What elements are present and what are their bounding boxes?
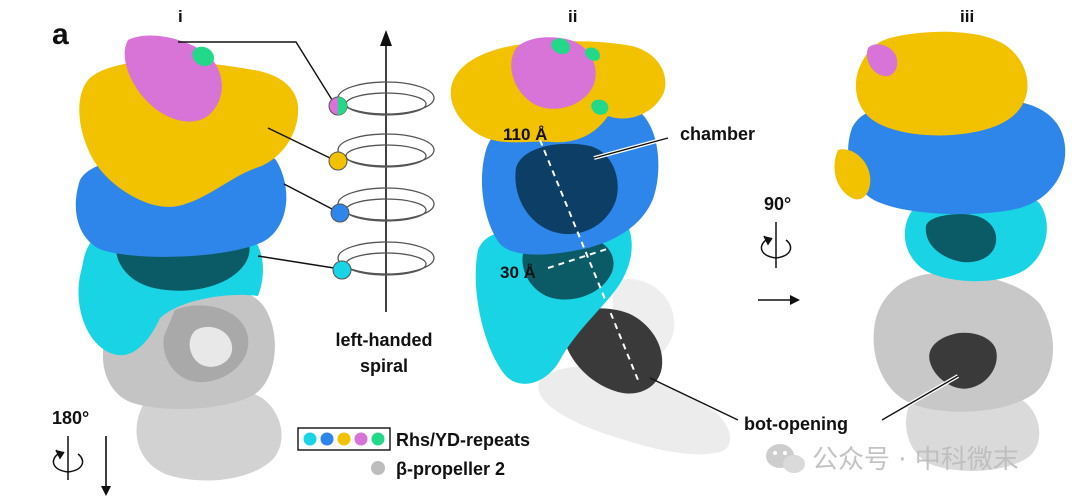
- legend-repeat-swatch: [303, 432, 317, 446]
- spiral-caption-line2: spiral: [360, 356, 408, 376]
- structure-view-i: [75, 35, 299, 481]
- arrow-down-icon: [101, 436, 111, 496]
- view-label-ii: ii: [568, 7, 577, 26]
- distance-label-top: 110 Å: [503, 125, 547, 144]
- legend-repeat-swatch: [320, 432, 334, 446]
- legend-repeats-label: Rhs/YD-repeats: [396, 430, 530, 450]
- rotate-left-icon: [52, 436, 84, 480]
- rotate-right-icon: [760, 222, 792, 268]
- legend-repeat-swatch: [337, 432, 351, 446]
- panel-label: a: [52, 18, 69, 51]
- distance-label-mid: 30 Å: [500, 263, 536, 282]
- arrow-up-icon: [380, 30, 392, 46]
- bot-opening-label: bot-opening: [744, 414, 848, 434]
- chamber-callout: [593, 136, 669, 160]
- legend-repeats-box: [297, 427, 391, 451]
- legend-repeat-swatches: [303, 432, 385, 446]
- chamber-label: chamber: [680, 124, 755, 144]
- rotation-label-left: 180°: [52, 408, 89, 428]
- legend-propeller-swatch: [371, 461, 385, 475]
- view-label-iii: iii: [960, 7, 974, 26]
- legend-propeller-label: β-propeller 2: [396, 459, 505, 479]
- arrow-right-icon: [758, 295, 800, 305]
- legend-repeat-swatch: [354, 432, 368, 446]
- spiral-callout-lines: [178, 41, 335, 269]
- rotation-label-right: 90°: [764, 194, 791, 214]
- watermark: 公众号 · 中科微末: [766, 444, 1019, 475]
- spiral-caption-line1: left-handed: [336, 330, 433, 350]
- legend: Rhs/YD-repeats β-propeller 2: [297, 427, 530, 479]
- bot-opening-callout: [649, 374, 960, 422]
- spiral-schematic: [328, 30, 435, 312]
- wechat-icon: [766, 444, 805, 473]
- view-label-i: i: [178, 7, 183, 26]
- structure-view-iii: [834, 31, 1066, 471]
- structure-view-ii: [450, 37, 731, 455]
- watermark-text: 公众号 · 中科微末: [812, 445, 1019, 475]
- legend-repeat-swatch: [371, 432, 385, 446]
